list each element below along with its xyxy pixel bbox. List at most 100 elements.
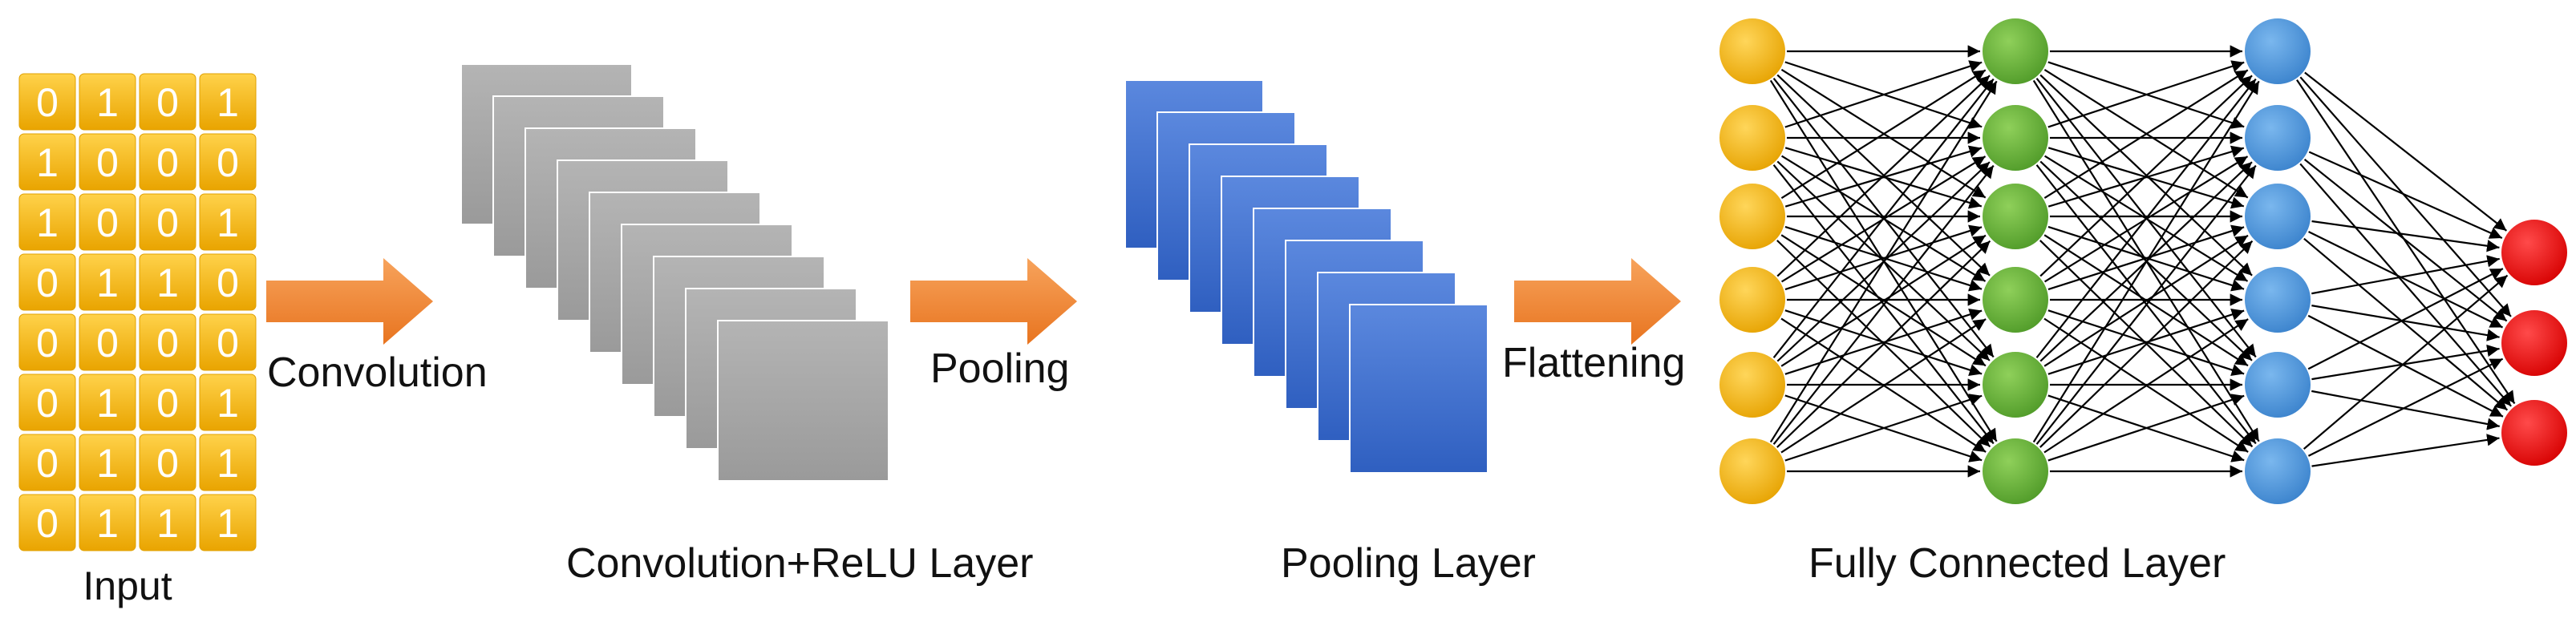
- fc-layer1-neuron: [1718, 103, 1787, 172]
- input-cell: [199, 253, 257, 311]
- fc-connection: [2303, 71, 2508, 232]
- fc-layer2-neuron: [1981, 437, 2050, 506]
- fc-connection: [2032, 80, 2260, 443]
- fc-connection: [2043, 234, 2249, 368]
- input-cell-value: 1: [156, 260, 179, 305]
- pooling-arrow: [910, 258, 1077, 345]
- input-cell: [139, 374, 196, 431]
- fc-connection: [2311, 255, 2500, 295]
- input-cell-value: 1: [96, 501, 119, 546]
- input-cell-value: 0: [156, 140, 179, 185]
- fc-connection: [1772, 164, 1995, 446]
- input-cell-value: 0: [36, 321, 59, 365]
- input-cell-value: 0: [36, 260, 59, 305]
- fc-connection: [2047, 224, 2245, 291]
- fc-connection: [2043, 69, 2249, 200]
- fc-connection: [1784, 394, 1983, 462]
- input-cell-value: 1: [96, 260, 119, 305]
- input-cell: [79, 73, 136, 131]
- input-cell-value: 0: [36, 80, 59, 125]
- fc-output-neuron: [2500, 218, 2569, 287]
- fc-connection: [2307, 151, 2503, 240]
- input-cell-value: 1: [36, 140, 59, 185]
- input-cell: [18, 313, 76, 371]
- fc-connections: [1769, 45, 2516, 478]
- fc-connection: [2047, 308, 2245, 376]
- fc-layer2-neuron: [1981, 17, 2050, 86]
- input-cell: [18, 133, 76, 191]
- fc-connection: [2307, 230, 2504, 329]
- input-cell-value: 0: [156, 321, 179, 365]
- fully-connected-layer-label: Fully Connected Layer: [1808, 540, 2226, 587]
- input-cell-value: 0: [156, 441, 179, 486]
- fc-connection: [1784, 224, 1983, 291]
- fc-connection: [2303, 158, 2508, 322]
- flattening-arrow: [1514, 258, 1681, 345]
- fc-neurons: [1718, 17, 2569, 506]
- input-cell-value: 1: [96, 441, 119, 486]
- fc-connection: [1784, 60, 1983, 128]
- fc-connection: [2303, 237, 2509, 411]
- input-cell-value: 1: [156, 501, 179, 546]
- fc-connection: [2311, 390, 2500, 430]
- input-cell: [139, 494, 196, 551]
- input-cell-value: 0: [96, 321, 119, 365]
- input-cell: [79, 374, 136, 431]
- input-label: Input: [83, 563, 172, 608]
- fc-layer2-neuron: [1981, 103, 2050, 172]
- input-cell: [199, 494, 257, 551]
- input-cell-value: 0: [156, 80, 179, 125]
- input-cell: [18, 434, 76, 491]
- input-cell: [18, 193, 76, 251]
- input-cell-value: 1: [96, 381, 119, 426]
- input-cell-value: 1: [36, 200, 59, 245]
- fc-connection: [2039, 240, 2254, 449]
- fc-layer3-neuron: [2243, 182, 2312, 251]
- fc-connection: [2043, 318, 2249, 454]
- input-cell-value: 0: [96, 140, 119, 185]
- fc-layer1-neuron: [1718, 350, 1787, 419]
- fc-connection: [1776, 75, 1991, 277]
- fc-layer1-neuron: [1718, 265, 1787, 334]
- fc-connection: [1780, 69, 1987, 200]
- fc-output-neuron: [2500, 398, 2569, 467]
- fc-connection: [2047, 394, 2245, 462]
- input-cell: [199, 313, 257, 371]
- fc-layer3-neuron: [2243, 265, 2312, 334]
- input-cell: [79, 253, 136, 311]
- fc-connection: [2311, 304, 2500, 341]
- fc-connection: [2311, 344, 2500, 381]
- fc-connection: [2303, 274, 2509, 450]
- conv-relu-layer-label: Convolution+ReLU Layer: [566, 540, 1033, 587]
- input-cell: [18, 494, 76, 551]
- fc-connection: [2295, 79, 2516, 405]
- input-cell: [139, 253, 196, 311]
- fc-connection: [2307, 268, 2504, 370]
- pooled-feature-map: [1349, 304, 1488, 474]
- input-cell-value: 1: [217, 200, 239, 245]
- input-cell: [199, 193, 257, 251]
- input-cell: [199, 73, 257, 131]
- fc-connection: [2307, 357, 2504, 458]
- input-cell-value: 0: [217, 260, 239, 305]
- fc-connection: [2039, 75, 2253, 277]
- input-cell: [139, 193, 196, 251]
- input-cell-value: 0: [36, 381, 59, 426]
- fc-output-neuron: [2500, 309, 2569, 378]
- input-cell-value: 0: [156, 200, 179, 245]
- input-cell-value: 0: [96, 200, 119, 245]
- pooling-step-label: Pooling: [930, 345, 1069, 392]
- fc-connection: [2299, 162, 2512, 407]
- pooled-feature-maps: [1124, 79, 1488, 474]
- input-cell-value: 0: [156, 381, 179, 426]
- input-cell: [18, 374, 76, 431]
- input-cell-value: 1: [96, 80, 119, 125]
- pooling-layer-label: Pooling Layer: [1281, 540, 1536, 587]
- input-cell-value: 1: [217, 381, 239, 426]
- fc-connection: [1776, 240, 1991, 449]
- fc-layer1-neuron: [1718, 437, 1787, 506]
- fc-connection: [1769, 80, 1998, 443]
- convolution-arrow: [266, 258, 433, 345]
